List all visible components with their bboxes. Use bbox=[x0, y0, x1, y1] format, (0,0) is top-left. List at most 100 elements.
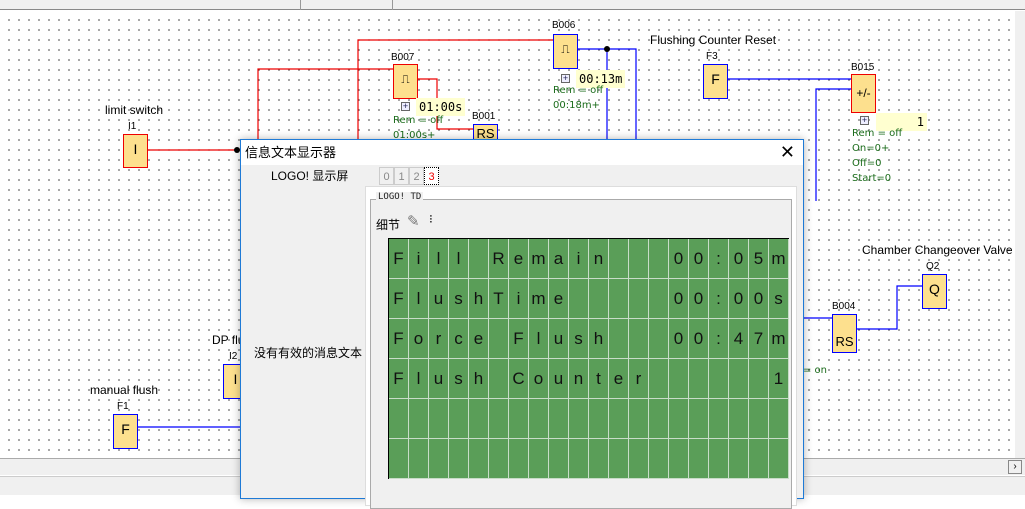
lcd-cell: h bbox=[589, 319, 609, 359]
b006-value: 00:13m bbox=[576, 70, 626, 88]
lcd-cell: s bbox=[769, 279, 789, 319]
lcd-cell: e bbox=[469, 319, 489, 359]
lcd-cell bbox=[449, 439, 469, 479]
block-name: B006 bbox=[552, 20, 576, 31]
lcd-cell bbox=[649, 279, 669, 319]
tab-3[interactable]: 3 bbox=[424, 167, 439, 185]
block-name: I2 bbox=[229, 351, 238, 362]
lcd-cell bbox=[669, 359, 689, 399]
tab-0[interactable]: 0 bbox=[379, 167, 394, 185]
block-b007[interactable]: ⎍ bbox=[393, 64, 418, 99]
tab-bar: 0 1 2 3 bbox=[379, 167, 439, 185]
lcd-cell: 4 bbox=[729, 319, 749, 359]
tab-2[interactable]: 2 bbox=[409, 167, 424, 185]
lcd-cell bbox=[689, 359, 709, 399]
b015-off: Off=0 bbox=[852, 158, 882, 169]
lcd-cell: 7 bbox=[749, 319, 769, 359]
lcd-cell: r bbox=[429, 319, 449, 359]
lcd-cell: F bbox=[389, 319, 409, 359]
lcd-cell: 0 bbox=[689, 319, 709, 359]
lcd-cell: : bbox=[709, 239, 729, 279]
lcd-cell: C bbox=[509, 359, 529, 399]
b007-rem: Rem = off bbox=[393, 115, 444, 126]
lcd-cell bbox=[489, 319, 509, 359]
block-name: I1 bbox=[128, 121, 137, 132]
expand-icon[interactable]: + bbox=[401, 101, 410, 111]
b015-rem: Rem = off bbox=[852, 128, 903, 139]
lcd-cell: 1 bbox=[769, 359, 789, 399]
lcd-cell bbox=[729, 359, 749, 399]
label-manual-flush: manual flush bbox=[90, 383, 159, 397]
lcd-cell bbox=[609, 279, 629, 319]
lcd-cell bbox=[429, 439, 449, 479]
lcd-cell: c bbox=[449, 319, 469, 359]
vertical-scrollbar[interactable] bbox=[1015, 11, 1025, 458]
lcd-cell bbox=[429, 399, 449, 439]
navigate-icon[interactable]: ⁝ bbox=[429, 212, 433, 226]
lcd-cell bbox=[569, 279, 589, 319]
block-q2[interactable]: Q bbox=[922, 274, 947, 309]
expand-icon[interactable]: + bbox=[561, 73, 570, 83]
lcd-cell: s bbox=[449, 279, 469, 319]
lcd-cell bbox=[649, 319, 669, 359]
lcd-cell bbox=[629, 319, 649, 359]
block-f1[interactable]: F bbox=[113, 414, 138, 449]
lcd-cell: o bbox=[409, 319, 429, 359]
lcd-cell bbox=[589, 439, 609, 479]
block-b015[interactable]: +/- bbox=[851, 74, 876, 113]
tab-1[interactable]: 1 bbox=[394, 167, 409, 185]
lcd-cell bbox=[469, 239, 489, 279]
lcd-cell: u bbox=[429, 279, 449, 319]
lcd-cell: l bbox=[529, 319, 549, 359]
lcd-cell: l bbox=[449, 239, 469, 279]
top-toolbar bbox=[0, 0, 1025, 10]
expand-icon[interactable]: + bbox=[860, 115, 869, 125]
lcd-cell bbox=[649, 399, 669, 439]
message-text-dialog: 信息文本显示器 ✕ LOGO! 显示屏 没有有效的消息文本 0 1 2 3 LO… bbox=[240, 139, 804, 509]
lcd-cell bbox=[389, 439, 409, 479]
b006-rem: Rem = off bbox=[553, 85, 604, 96]
lcd-cell bbox=[709, 439, 729, 479]
lcd-cell bbox=[749, 439, 769, 479]
b007-value: 01:00s bbox=[416, 98, 466, 116]
b006-param: 00:18m+ bbox=[553, 100, 600, 111]
lcd-cell bbox=[489, 439, 509, 479]
lcd-cell bbox=[649, 439, 669, 479]
lcd-cell: 0 bbox=[689, 279, 709, 319]
block-name: B015 bbox=[851, 62, 875, 73]
lcd-cell: 0 bbox=[669, 279, 689, 319]
block-b006[interactable]: ⎍ bbox=[553, 34, 578, 69]
lcd-cell bbox=[409, 439, 429, 479]
lcd-cell: s bbox=[449, 359, 469, 399]
dialog-title: 信息文本显示器 bbox=[241, 140, 803, 165]
lcd-cell: T bbox=[489, 279, 509, 319]
lcd-cell bbox=[569, 439, 589, 479]
lcd-cell: 0 bbox=[669, 239, 689, 279]
lcd-cell: m bbox=[529, 279, 549, 319]
block-f3[interactable]: F bbox=[703, 64, 728, 99]
lcd-cell: h bbox=[469, 359, 489, 399]
lcd-cell: a bbox=[549, 239, 569, 279]
lcd-cell bbox=[769, 399, 789, 439]
details-label: 细节 bbox=[376, 218, 401, 232]
block-name: B004 bbox=[832, 301, 856, 312]
label-flushing-counter-reset: Flushing Counter Reset bbox=[650, 33, 777, 47]
lcd-cell bbox=[609, 399, 629, 439]
lcd-cell bbox=[749, 399, 769, 439]
lcd-cell bbox=[629, 399, 649, 439]
block-b004[interactable]: RS bbox=[832, 314, 857, 353]
b015-start: Start=0 bbox=[852, 173, 892, 184]
lcd-cell: i bbox=[509, 279, 529, 319]
block-name: Q2 bbox=[926, 261, 940, 272]
scroll-right-icon[interactable]: › bbox=[1008, 460, 1022, 474]
lcd-cell bbox=[729, 439, 749, 479]
block-i1[interactable]: I bbox=[123, 134, 148, 168]
edit-icon[interactable]: ✎ bbox=[407, 213, 420, 230]
lcd-cell bbox=[529, 439, 549, 479]
lcd-cell: 0 bbox=[689, 239, 709, 279]
close-icon[interactable]: ✕ bbox=[779, 142, 795, 162]
lcd-cell: 0 bbox=[669, 319, 689, 359]
label-limit-switch: limit switch bbox=[105, 103, 164, 117]
label-chamber-valve: Chamber Changeover Valve bbox=[862, 243, 1013, 257]
